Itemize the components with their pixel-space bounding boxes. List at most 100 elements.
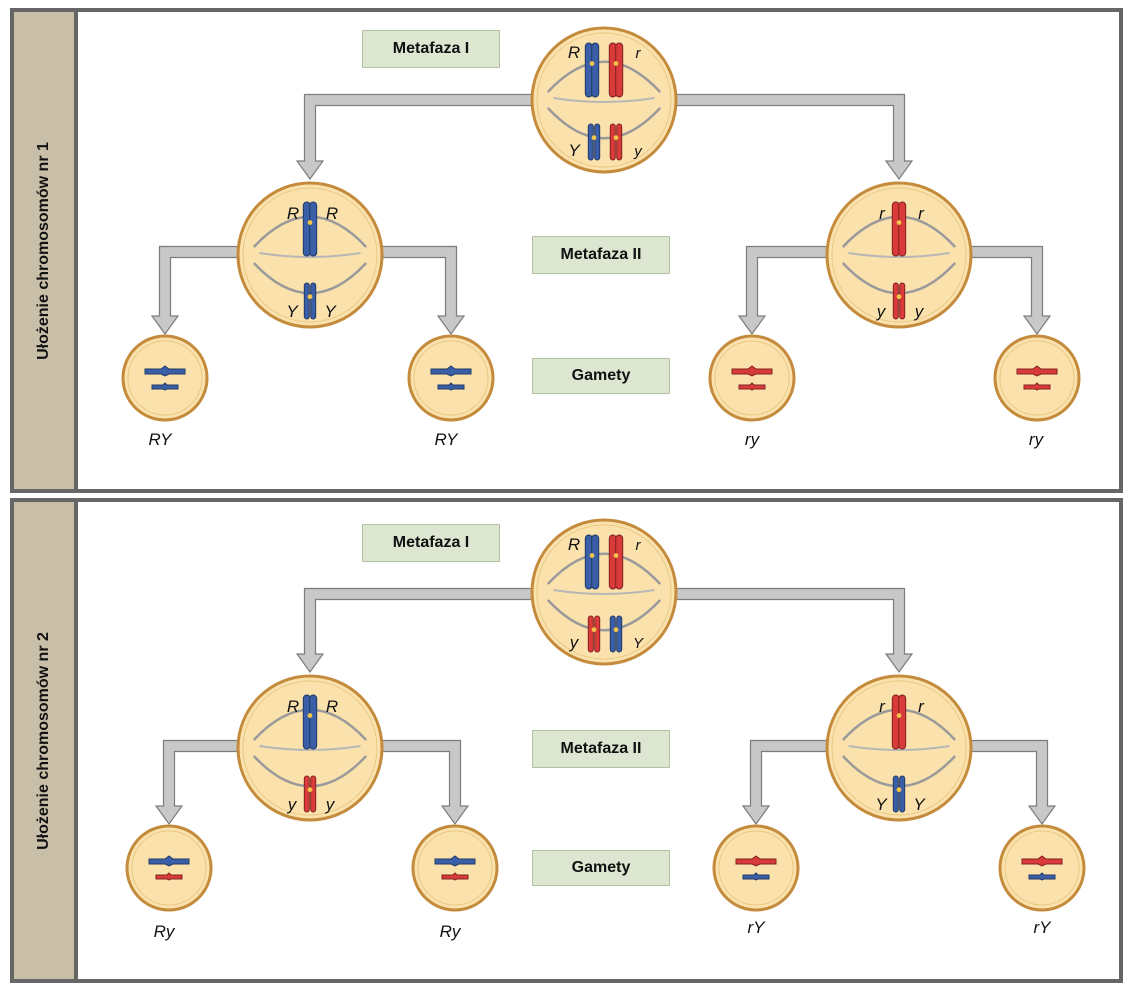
- gamete-label: rY: [1033, 918, 1051, 937]
- centromere: [591, 627, 597, 633]
- centromere: [896, 787, 902, 793]
- tag-metaphase-2: Metafaza II: [532, 730, 670, 768]
- allele-label: R: [568, 43, 580, 62]
- gamete-label: Ry: [439, 922, 461, 941]
- allele-label: Y: [324, 302, 337, 321]
- allele-label: y: [569, 633, 580, 652]
- allele-label: Y: [568, 141, 581, 160]
- allele-label: Y: [286, 302, 299, 321]
- chromatid: [616, 123, 623, 161]
- gamete-chromosome-large: [1021, 855, 1063, 867]
- chromatid: [587, 123, 594, 161]
- tag-metaphase-1: Metafaza I: [362, 30, 500, 68]
- chromatid: [609, 615, 616, 653]
- arrow: [150, 245, 251, 336]
- cell: [993, 334, 1081, 422]
- centromere: [896, 713, 902, 718]
- chromatid: [615, 534, 624, 590]
- allele-label: Y: [633, 635, 644, 652]
- allele-label: r: [636, 537, 642, 554]
- chromosome: [892, 282, 906, 320]
- allele-label: Y: [875, 795, 888, 814]
- chromatid: [892, 282, 899, 320]
- arrow: [154, 739, 251, 826]
- allele-label: y: [287, 795, 298, 814]
- chromatid: [898, 694, 907, 750]
- chromosome: [587, 615, 601, 653]
- chromosome: [584, 534, 600, 590]
- metaphase-plate: [553, 97, 655, 103]
- allele-label: R: [287, 204, 299, 223]
- side-bar-2: Ułożenie chromosomów nr 2: [14, 502, 78, 979]
- cell-inner-ring: [1004, 830, 1080, 906]
- chromosome: [608, 534, 624, 590]
- spindle-fiber: [546, 552, 662, 585]
- allele-label: y: [325, 795, 336, 814]
- arrow: [295, 587, 545, 674]
- centromere: [307, 220, 313, 225]
- cell-inner-ring: [831, 680, 967, 816]
- chromatid: [309, 201, 318, 257]
- gamete-label: ry: [1028, 430, 1044, 449]
- chromatid: [899, 775, 906, 813]
- gamete-chromosome-small: [437, 382, 465, 391]
- chromatid: [615, 42, 624, 98]
- centromere: [307, 294, 313, 300]
- cell: [121, 334, 209, 422]
- chromosome: [587, 123, 601, 161]
- allele-label: y: [876, 302, 887, 321]
- allele-label: r: [879, 204, 886, 223]
- cell: [712, 824, 800, 912]
- arrow: [369, 739, 470, 826]
- cell-inner-ring: [127, 340, 203, 416]
- chromatid: [899, 282, 906, 320]
- spindle-fiber: [252, 262, 368, 295]
- chromatid: [310, 775, 317, 813]
- tag-metaphase-2: Metafaza II: [532, 236, 670, 274]
- centromere: [613, 553, 619, 558]
- chromatid: [587, 615, 594, 653]
- cell-inner-ring: [831, 187, 967, 323]
- gamete-chromosome-large: [434, 855, 476, 867]
- cell: [530, 518, 678, 666]
- gamete-chromosome-small: [441, 872, 469, 881]
- chromatid: [303, 775, 310, 813]
- arrow: [958, 739, 1057, 826]
- cell-inner-ring: [536, 32, 672, 168]
- gamete-chromosome-large: [148, 855, 190, 867]
- cell: [407, 334, 495, 422]
- chromatid: [310, 282, 317, 320]
- arrow: [737, 245, 840, 336]
- chromosome: [891, 201, 907, 257]
- centromere: [307, 713, 313, 718]
- allele-label: R: [326, 204, 338, 223]
- cell: [998, 824, 1086, 912]
- cell-inner-ring: [131, 830, 207, 906]
- chromosome: [609, 123, 623, 161]
- gamete-label: RY: [148, 430, 172, 449]
- cell: [125, 824, 213, 912]
- centromere: [591, 135, 597, 141]
- gamete-chromosome-large: [430, 365, 472, 377]
- centromere: [613, 627, 619, 633]
- arrow: [958, 245, 1052, 336]
- cell: [530, 26, 678, 174]
- centromere: [896, 294, 902, 300]
- centromere: [896, 220, 902, 225]
- chromatid: [616, 615, 623, 653]
- cell-inner-ring: [999, 340, 1075, 416]
- gamete-chromosome-small: [738, 382, 766, 391]
- chromatid: [591, 534, 600, 590]
- cell-inner-ring: [413, 340, 489, 416]
- arrow: [369, 245, 466, 336]
- chromosome: [302, 694, 318, 750]
- tag-gametes: Gamety: [532, 358, 670, 394]
- allele-label: y: [914, 302, 925, 321]
- arrow: [741, 739, 840, 826]
- allele-label: r: [636, 45, 642, 62]
- side-bar-1: Ułożenie chromosomów nr 1: [14, 12, 78, 489]
- chromatid: [591, 42, 600, 98]
